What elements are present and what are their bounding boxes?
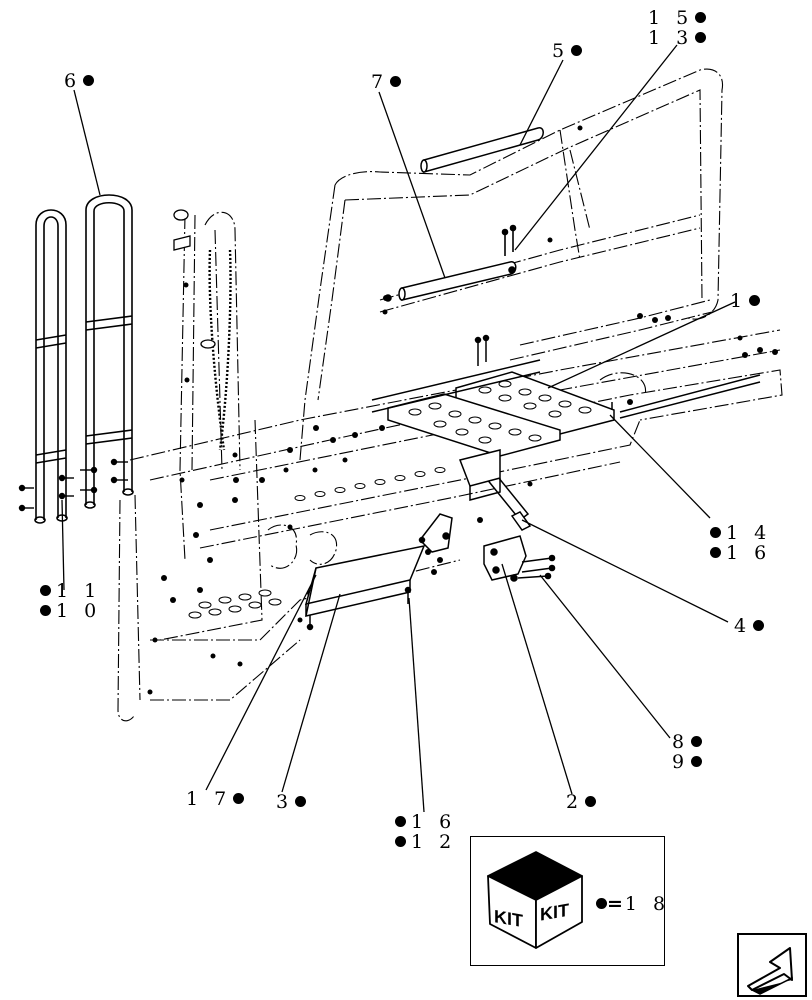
callout-12: 1 2 <box>395 833 456 852</box>
callout-17: 1 7 <box>186 790 245 809</box>
kit-legend-value: 1 8 <box>624 893 671 915</box>
part-7-tube <box>384 261 517 302</box>
callout-6: 6 <box>64 72 95 91</box>
platform-bolts <box>474 334 490 366</box>
chain <box>208 249 232 451</box>
part-4-strut <box>458 449 532 531</box>
parts-10-11-bolts <box>18 458 128 512</box>
kit-legend: =1 8 <box>596 893 670 915</box>
kit-legend-dot <box>596 898 607 909</box>
callout-11: 1 1 <box>40 582 101 601</box>
previous-page-arrow-icon[interactable] <box>737 933 807 997</box>
parts-8-9-bolts <box>510 554 556 582</box>
part-3-lower-step <box>304 513 453 617</box>
callout-3: 3 <box>276 793 307 812</box>
callout-16-right: 1 6 <box>710 544 771 563</box>
callout-14: 1 4 <box>710 524 771 543</box>
callout-8: 8 <box>672 733 703 752</box>
kit-legend-box <box>470 836 665 966</box>
parts-13-15-bolts <box>501 224 517 256</box>
part-16-12-bolt <box>306 586 412 631</box>
part-6-grab-handles <box>34 194 134 524</box>
part-5-tube <box>420 127 544 173</box>
part-1-step-platforms <box>371 359 761 457</box>
callout-2: 2 <box>566 793 597 812</box>
frame-fasteners <box>147 125 778 695</box>
callout-15: 1 5 <box>648 9 707 28</box>
callout-13: 1 3 <box>648 29 707 48</box>
callout-7: 7 <box>371 73 402 92</box>
part-2-bracket <box>483 535 527 581</box>
callout-9: 9 <box>672 753 703 772</box>
callout-10: 1 0 <box>40 602 101 621</box>
kit-cube-icon: KIT KIT <box>487 851 583 949</box>
callout-4: 4 <box>734 617 765 636</box>
leader-lines <box>61 44 736 813</box>
callout-16-bottom: 1 6 <box>395 813 456 832</box>
kit-legend-equals: = <box>607 893 623 915</box>
callout-5: 5 <box>552 42 583 61</box>
callout-1: 1 <box>730 292 761 311</box>
upper-fittings <box>173 209 216 349</box>
step-holes <box>188 380 592 619</box>
